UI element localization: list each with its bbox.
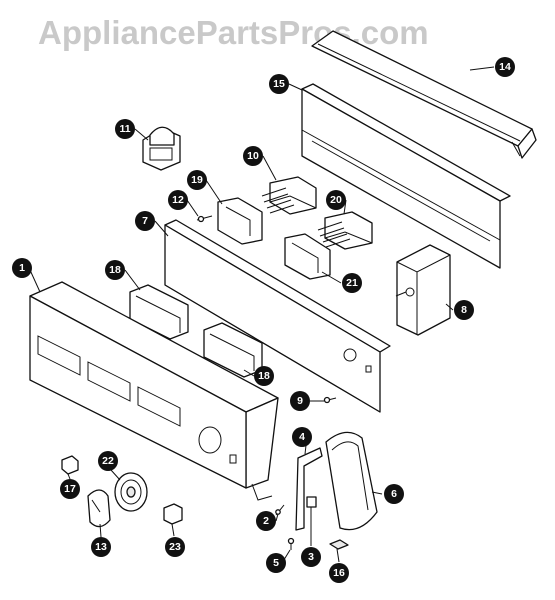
callout-2: 2 xyxy=(256,511,276,531)
callout-9: 9 xyxy=(290,391,310,411)
part-15-back-panel[interactable] xyxy=(301,83,511,269)
svg-text:15: 15 xyxy=(273,78,285,90)
part-4-trim-strip[interactable] xyxy=(295,447,323,531)
part-16-foot[interactable] xyxy=(329,539,349,550)
part-12-screw[interactable] xyxy=(196,215,213,223)
callout-5: 5 xyxy=(266,553,286,573)
callout-3: 3 xyxy=(301,547,321,567)
svg-text:7: 7 xyxy=(142,215,148,227)
svg-text:23: 23 xyxy=(169,541,181,553)
part-17-knob[interactable] xyxy=(61,455,79,475)
callout-11: 11 xyxy=(115,119,135,139)
part-6-end-cap[interactable] xyxy=(325,431,378,531)
part-23-bracket[interactable] xyxy=(163,503,183,525)
svg-text:2: 2 xyxy=(263,515,269,527)
svg-text:6: 6 xyxy=(391,488,397,500)
callout-16: 16 xyxy=(329,563,349,583)
svg-text:4: 4 xyxy=(299,431,305,443)
callout-20: 20 xyxy=(326,190,346,210)
callout-8: 8 xyxy=(454,300,474,320)
part-13-knob[interactable] xyxy=(87,489,111,528)
svg-text:13: 13 xyxy=(95,541,107,553)
leader-lines xyxy=(29,66,495,564)
svg-text:12: 12 xyxy=(172,194,184,206)
svg-text:9: 9 xyxy=(297,395,303,407)
callout-4: 4 xyxy=(292,427,312,447)
callout-18-lower: 18 xyxy=(254,366,274,386)
part-14-top-cover[interactable] xyxy=(311,30,537,159)
callout-15: 15 xyxy=(269,74,289,94)
callout-17: 17 xyxy=(60,479,80,499)
part-19-switch[interactable] xyxy=(217,197,263,245)
svg-text:18: 18 xyxy=(258,370,270,382)
watermark-text: AppliancePartsPros.com xyxy=(38,14,429,51)
svg-text:20: 20 xyxy=(330,194,342,206)
svg-text:21: 21 xyxy=(346,277,358,289)
svg-text:10: 10 xyxy=(247,150,259,162)
svg-text:11: 11 xyxy=(119,123,130,135)
callout-6: 6 xyxy=(384,484,404,504)
callout-23: 23 xyxy=(165,537,185,557)
callout-21: 21 xyxy=(342,273,362,293)
part-3-clip[interactable] xyxy=(306,496,317,508)
svg-text:1: 1 xyxy=(19,262,25,274)
part-2-screw[interactable] xyxy=(275,504,285,516)
callout-19: 19 xyxy=(187,170,207,190)
svg-text:5: 5 xyxy=(273,557,279,569)
svg-text:8: 8 xyxy=(461,304,467,316)
callout-7: 7 xyxy=(135,211,155,231)
svg-text:19: 19 xyxy=(191,174,203,186)
callout-14: 14 xyxy=(495,57,515,77)
svg-text:14: 14 xyxy=(499,61,511,73)
part-1-front-console[interactable] xyxy=(29,281,279,501)
callout-12: 12 xyxy=(168,190,188,210)
part-5-screw[interactable] xyxy=(287,537,295,551)
callout-13: 13 xyxy=(91,537,111,557)
part-9-screw[interactable] xyxy=(323,396,337,404)
part-22-dial[interactable] xyxy=(114,472,148,512)
part-10-switch[interactable] xyxy=(261,176,317,215)
svg-text:17: 17 xyxy=(64,483,76,495)
part-11-timer-bracket[interactable] xyxy=(142,126,181,171)
svg-text:18: 18 xyxy=(109,264,121,276)
part-8-control-box[interactable] xyxy=(395,244,451,336)
part-21-switch[interactable] xyxy=(284,233,331,280)
callout-1: 1 xyxy=(12,258,32,278)
callout-22: 22 xyxy=(98,451,118,471)
part-7-control-panel[interactable] xyxy=(164,219,391,413)
svg-text:16: 16 xyxy=(333,567,345,579)
svg-text:22: 22 xyxy=(102,455,114,467)
callout-18-upper: 18 xyxy=(105,260,125,280)
svg-text:3: 3 xyxy=(308,551,314,563)
callout-10: 10 xyxy=(243,146,263,166)
part-20-switch[interactable] xyxy=(317,211,373,250)
